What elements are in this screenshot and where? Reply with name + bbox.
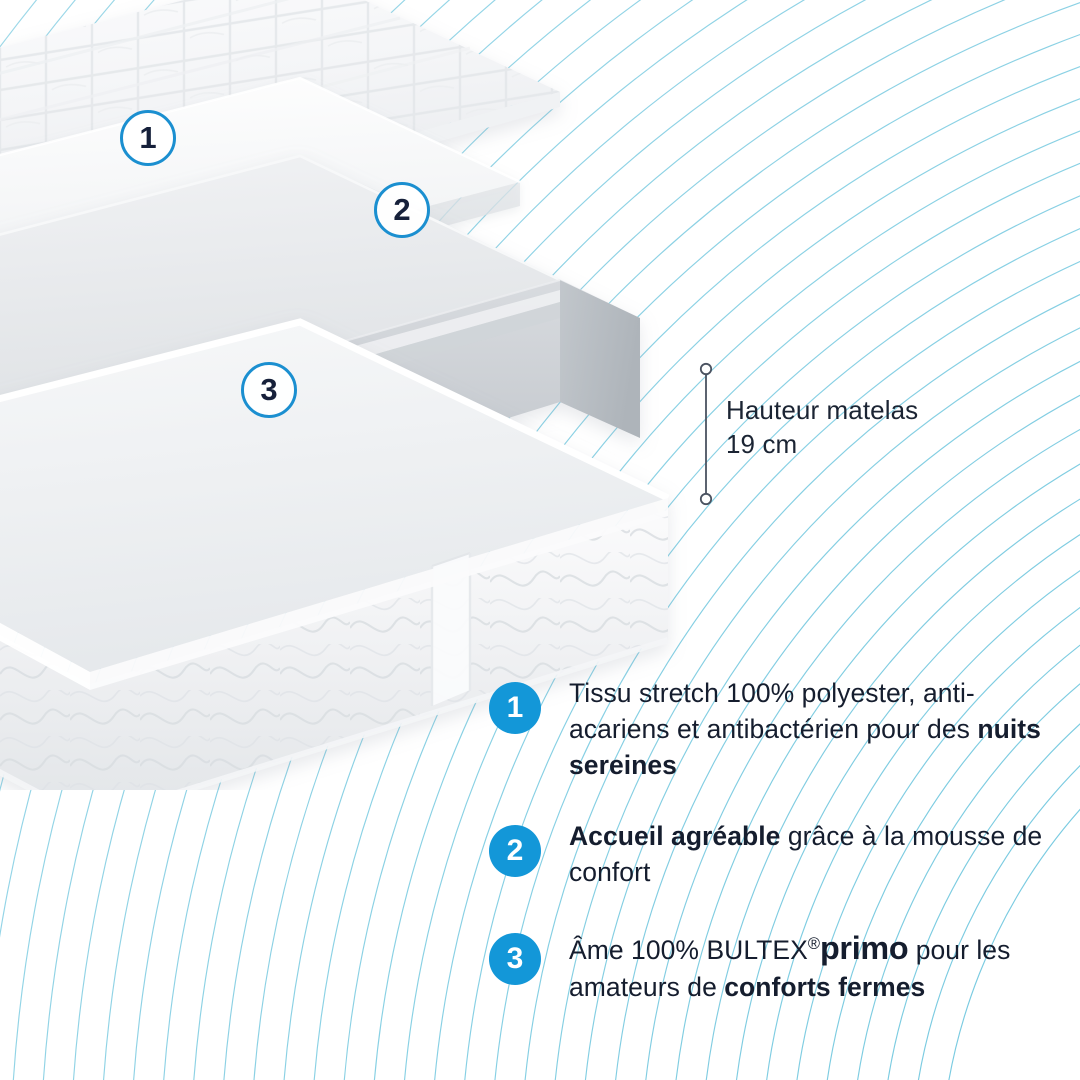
- legend-text-3-brandword: primo: [819, 929, 909, 966]
- legend-text-1-plain: Tissu stretch 100% polyester, anti-acari…: [569, 678, 978, 744]
- mattress-base: [0, 318, 670, 790]
- dimension-endpoint-top: [699, 362, 713, 376]
- legend-item-1: 1 Tissu stretch 100% polyester, anti-aca…: [489, 676, 1049, 783]
- legend-text-3-plain: pour les amateurs de: [569, 934, 1011, 1003]
- dimension-endpoint-bottom: [699, 492, 713, 506]
- mattress-height-annotation: Hauteur matelas 19 cm: [690, 355, 990, 515]
- legend-text-2: Accueil agréable grâce à la mousse de co…: [569, 819, 1049, 891]
- callout-marker-3[interactable]: 3: [241, 362, 297, 418]
- registered-trademark-icon: ®: [807, 934, 820, 953]
- callout-marker-2[interactable]: 2: [374, 182, 430, 238]
- legend-item-3: 3 Âme 100% BULTEX®primo pour les amateur…: [489, 927, 1049, 1006]
- mattress-exploded-illustration: [0, 0, 670, 790]
- legend-text-3-emphasis: conforts fermes: [724, 972, 926, 1003]
- legend-item-2: 2 Accueil agréable grâce à la mousse de …: [489, 819, 1049, 891]
- feature-legend-list: 1 Tissu stretch 100% polyester, anti-aca…: [489, 676, 1049, 1006]
- mattress-height-label: Hauteur matelas 19 cm: [726, 395, 919, 460]
- legend-text-2-emphasis: Accueil agréable: [569, 821, 781, 852]
- legend-text-2-plain: grâce à la mousse de confort: [569, 821, 1043, 888]
- callout-marker-1[interactable]: 1: [120, 110, 176, 166]
- legend-badge-2: 2: [489, 825, 541, 878]
- legend-text-3: Âme 100% BULTEX®primo pour les amateurs …: [569, 927, 1049, 1006]
- legend-text-1: Tissu stretch 100% polyester, anti-acari…: [569, 676, 1049, 783]
- legend-text-1-emphasis: nuits sereines: [569, 713, 1041, 780]
- dimension-line-graphic: [699, 362, 713, 506]
- legend-badge-3: 3: [489, 932, 541, 985]
- legend-badge-1: 1: [489, 682, 541, 734]
- legend-text-3-brand-prefix: Âme 100% BULTEX: [569, 934, 808, 965]
